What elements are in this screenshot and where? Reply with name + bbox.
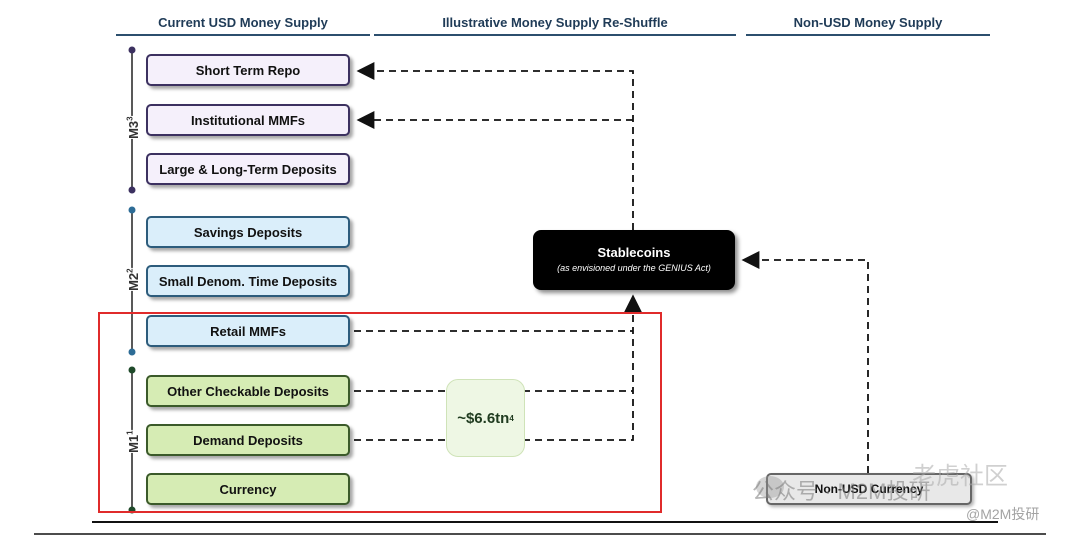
box-institutional-mmfs: Institutional MMFs: [146, 104, 350, 136]
connector-demand-right: [523, 294, 642, 441]
m3-label: M33: [123, 116, 143, 139]
m3-axis-bottom-dot: [128, 186, 136, 194]
box-non-usd-currency: Non-USD Currency: [766, 473, 972, 505]
stablecoins-box: Stablecoins (as envisioned under the GEN…: [533, 230, 735, 290]
stablecoins-title: Stablecoins: [597, 245, 671, 260]
box-demand-deposits: Demand Deposits: [146, 424, 350, 456]
box-savings-deposits: Savings Deposits: [146, 216, 350, 248]
m3-axis-top-dot: [128, 46, 136, 54]
m2-axis-top-dot: [128, 206, 136, 214]
header-current-usd: Current USD Money Supply: [116, 12, 370, 36]
stablecoins-subtitle: (as envisioned under the GENIUS Act): [557, 263, 711, 273]
m2-axis-bottom-dot: [128, 348, 136, 356]
m2-label: M22: [123, 268, 143, 291]
connector-stable-up: [356, 62, 634, 230]
box-small-denom-time-deposits: Small Denom. Time Deposits: [146, 265, 350, 297]
m2-label-text: M2: [125, 272, 141, 291]
m1-axis-top-dot: [128, 366, 136, 374]
watermark-site: 老虎社区: [912, 463, 1008, 490]
amount-sup: 4: [509, 413, 514, 423]
wechat-logo-icon: [756, 476, 784, 498]
box-other-checkable-deposits: Other Checkable Deposits: [146, 375, 350, 407]
box-currency: Currency: [146, 473, 350, 505]
connector-non-usd: [741, 251, 869, 473]
m3-label-sup: 3: [125, 116, 135, 121]
watermark-wechat: 公众号 · M2M投研: [752, 479, 931, 504]
box-short-term-repo: Short Term Repo: [146, 54, 350, 86]
header-reshuffle: Illustrative Money Supply Re-Shuffle: [374, 12, 736, 36]
header-non-usd: Non-USD Money Supply: [746, 12, 990, 36]
m3-label-text: M3: [125, 120, 141, 139]
highlight-rectangle: [98, 312, 662, 513]
watermark-handle: @M2M投研: [966, 506, 1040, 522]
box-large-long-term-deposits: Large & Long-Term Deposits: [146, 153, 350, 185]
amount-value: ~$6.6tn: [457, 409, 510, 427]
box-retail-mmfs: Retail MMFs: [146, 315, 350, 347]
m2-label-sup: 2: [125, 268, 135, 273]
